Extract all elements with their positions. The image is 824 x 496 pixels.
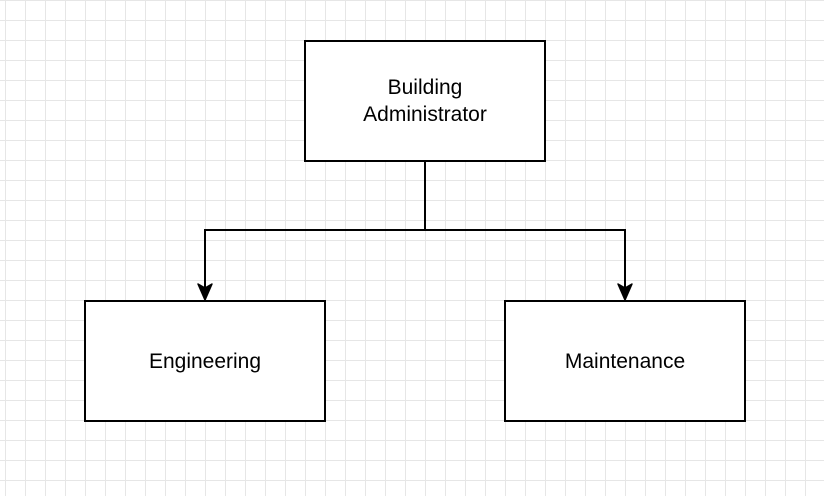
- node-label: Engineering: [148, 349, 262, 373]
- node-maintenance[interactable]: Maintenance: [504, 300, 746, 422]
- node-label: Building Administrator: [363, 76, 487, 126]
- arrowhead-engineering-icon: [197, 283, 213, 301]
- edge-root-to-maintenance[interactable]: [425, 229, 626, 290]
- node-engineering[interactable]: Engineering: [84, 300, 326, 422]
- node-building-administrator[interactable]: Building Administrator: [304, 40, 546, 162]
- edge-root-to-engineering[interactable]: [204, 162, 426, 290]
- arrowhead-maintenance-icon: [617, 283, 633, 301]
- node-label: Maintenance: [564, 349, 686, 373]
